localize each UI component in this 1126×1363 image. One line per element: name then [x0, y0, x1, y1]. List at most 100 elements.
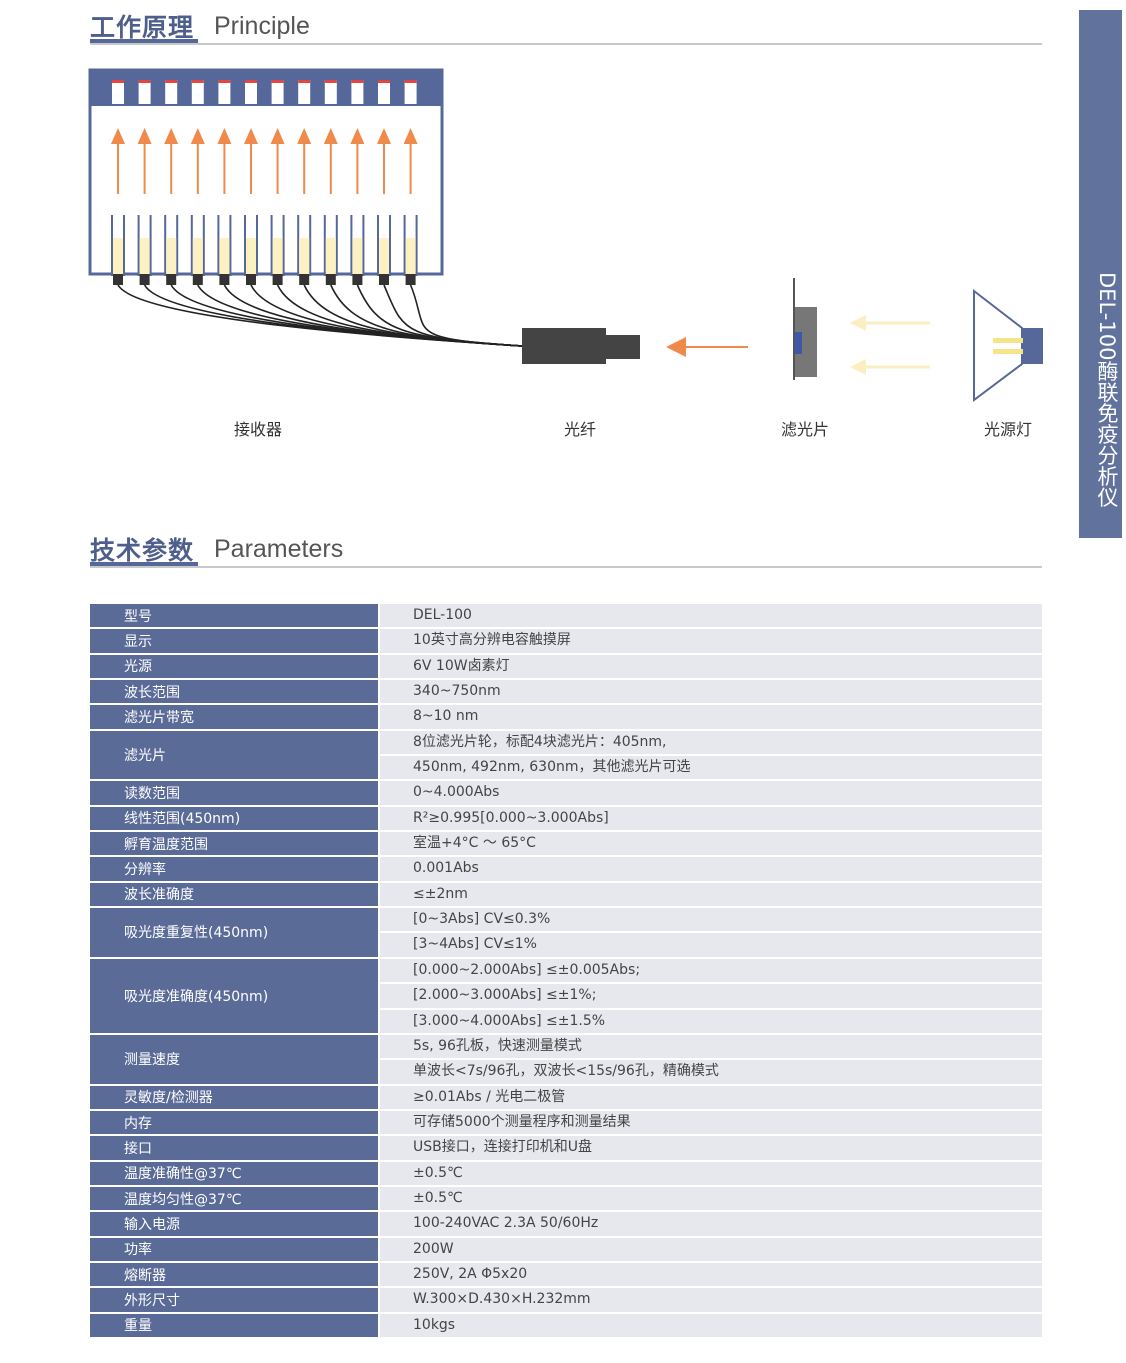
param-row: 内存可存储5000个测量程序和测量结果 — [90, 1110, 1042, 1135]
fiber-strand — [143, 284, 523, 347]
receiver-well — [112, 80, 124, 104]
light-arrow-head — [270, 128, 285, 144]
principle-title-cn: 工作原理 — [90, 13, 195, 42]
sample-liquid — [139, 238, 150, 274]
param-label: 内存 — [124, 1115, 152, 1132]
param-value: [0~3Abs] CV≤0.3% — [380, 908, 1042, 932]
param-value: 100-240VAC 2.3A 50/60Hz — [380, 1212, 1042, 1236]
receiver-well — [324, 80, 337, 104]
receiver-label: 接收器 — [234, 420, 282, 439]
receiver-well — [298, 80, 311, 104]
tube-cap — [325, 274, 336, 285]
param-label-cell: 显示 — [90, 629, 378, 653]
param-label: 波长范围 — [124, 684, 180, 701]
receiver-assembly — [88, 68, 523, 347]
param-label-cell: 波长准确度 — [90, 882, 378, 907]
param-value: [2.000~3.000Abs] ≤±1%; — [380, 984, 1042, 1008]
param-label: 温度准确性@37℃ — [124, 1166, 242, 1183]
param-label: 滤光片 — [124, 748, 166, 765]
param-value: 200W — [380, 1237, 1042, 1261]
param-label-cell: 接口 — [90, 1136, 378, 1160]
param-label-cell: 内存 — [90, 1110, 378, 1135]
tube-cap — [113, 274, 123, 285]
filter-assembly — [793, 278, 817, 380]
receiver-well — [245, 80, 257, 104]
param-label: 滤光片带宽 — [124, 710, 194, 727]
param-label-cell: 读数范围 — [90, 781, 378, 805]
sample-liquid — [166, 238, 177, 274]
param-value: 0~4.000Abs — [380, 781, 1042, 805]
param-label: 吸光度准确度(450nm) — [124, 988, 269, 1005]
param-value: 10kgs — [380, 1313, 1042, 1337]
tube-cap — [352, 274, 363, 285]
tube-cap — [219, 274, 230, 285]
param-value: ≤±2nm — [380, 882, 1042, 907]
param-row: 温度均匀性@37℃±0.5℃ — [90, 1186, 1042, 1211]
receiver-well — [218, 80, 231, 104]
param-label: 读数范围 — [124, 786, 180, 803]
receiver-well — [165, 80, 178, 104]
param-value: DEL-100 — [380, 604, 1042, 628]
tube-cap — [299, 274, 310, 285]
principle-divider — [90, 43, 1042, 45]
light-arrow-head — [164, 128, 179, 144]
receiver-well — [138, 80, 151, 104]
param-value: 单波长<7s/96孔，双波长<15s/96孔，精确模式 — [380, 1060, 1042, 1084]
param-label: 孵育温度范围 — [124, 836, 208, 853]
receiver-well-mark — [165, 80, 178, 83]
param-label: 测量速度 — [124, 1052, 180, 1069]
param-label: 分辨率 — [124, 862, 166, 879]
filter-glass — [795, 332, 802, 354]
param-label: 波长准确度 — [124, 887, 194, 904]
param-value: 250V, 2A Φ5x20 — [380, 1262, 1042, 1287]
light-arrow-head — [111, 128, 125, 144]
light-arrow-head — [323, 128, 338, 144]
sample-liquid — [192, 238, 203, 274]
light-arrows-up — [111, 128, 418, 194]
light-arrow-head — [350, 128, 365, 144]
param-value: 10英寸高分辨电容触摸屏 — [380, 629, 1042, 653]
param-label: 温度均匀性@37℃ — [124, 1191, 242, 1208]
param-label-cell: 吸光度准确度(450nm) — [90, 958, 378, 1033]
sample-liquid — [379, 238, 389, 274]
param-label-cell: 滤光片带宽 — [90, 705, 378, 729]
fiber-strand — [223, 284, 523, 347]
param-label: 光源 — [124, 659, 152, 676]
fiber-connector — [522, 328, 640, 364]
param-value: [3~4Abs] CV≤1% — [380, 933, 1042, 957]
receiver-well-mark — [245, 80, 257, 83]
param-value: W.300×D.430×H.232mm — [380, 1288, 1042, 1312]
parameters-accent-bar — [90, 562, 198, 566]
param-row: 温度准确性@37℃±0.5℃ — [90, 1161, 1042, 1185]
param-row: 吸光度准确度(450nm)[0.000~2.000Abs] ≤±0.005Abs… — [90, 958, 1042, 1033]
param-label-cell: 功率 — [90, 1237, 378, 1261]
fiber-connector-tip — [606, 335, 640, 359]
receiver-well-mark — [191, 80, 204, 83]
light-arrow-head — [217, 128, 232, 144]
lamp-filament-upper — [993, 338, 1023, 343]
param-value: 室温+4°C ～ 65°C — [380, 832, 1042, 856]
param-row: 灵敏度/检测器≥0.01Abs / 光电二极管 — [90, 1085, 1042, 1109]
param-label-cell: 外形尺寸 — [90, 1288, 378, 1312]
receiver-well-mark — [218, 80, 231, 83]
param-value: USB接口，连接打印机和U盘 — [380, 1136, 1042, 1160]
param-value: 8位滤光片轮，标配4块滤光片：405nm, — [380, 730, 1042, 755]
lamp-base — [1022, 328, 1043, 364]
param-label-cell: 波长范围 — [90, 680, 378, 704]
parameters-title-cn: 技术参数 — [90, 536, 195, 565]
param-row: 读数范围 0~4.000Abs — [90, 781, 1042, 805]
param-value: [3.000~4.000Abs] ≤±1.5% — [380, 1009, 1042, 1033]
param-label-cell: 吸光度重复性(450nm) — [90, 908, 378, 957]
param-label-cell: 滤光片 — [90, 730, 378, 780]
param-value: 5s, 96孔板，快速测量模式 — [380, 1034, 1042, 1059]
param-row: 线性范围(450nm)R²≥0.995[0.000~3.000Abs] — [90, 806, 1042, 831]
